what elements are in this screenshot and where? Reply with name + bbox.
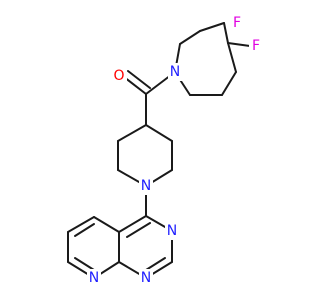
bond: [221, 71, 237, 96]
molecule-canvas: F F N O N N N N: [67, 14, 263, 287]
bond: [118, 215, 147, 233]
bond: [67, 216, 95, 233]
piperidine-nitrogen-label: N: [141, 178, 151, 194]
bond: [123, 76, 147, 95]
bond: [223, 22, 229, 44]
pyridopyrimidine-system: [67, 215, 173, 279]
bond: [145, 257, 166, 271]
difluoropiperidine-ring: [174, 22, 251, 96]
bond: [126, 222, 151, 238]
fluorine-label-right: F: [252, 38, 260, 54]
bond: [74, 223, 95, 237]
bond: [179, 30, 201, 45]
difluoropiperidine-nitrogen-label: N: [170, 64, 180, 80]
piperidine-ring: [117, 124, 173, 217]
bond: [199, 22, 225, 32]
bond: [227, 42, 251, 47]
chemical-structure-diagram: F F N O N N N N: [67, 14, 263, 287]
atom-labels: F F N O N N N N: [87, 14, 263, 287]
pyrimidine-nitrogen-lower-label: N: [141, 270, 151, 286]
bond: [93, 216, 120, 233]
pyrimidine-nitrogen-upper-label: N: [167, 223, 177, 239]
bond: [117, 124, 147, 142]
pyridine-nitrogen-label: N: [89, 270, 99, 286]
carbonyl-oxygen-label: O: [113, 68, 124, 84]
carbonyl-linker: [123, 70, 176, 126]
bond: [74, 257, 95, 271]
bond: [127, 70, 151, 89]
bond: [145, 124, 173, 142]
fluorine-label-top: F: [233, 15, 241, 31]
bond: [227, 42, 237, 73]
